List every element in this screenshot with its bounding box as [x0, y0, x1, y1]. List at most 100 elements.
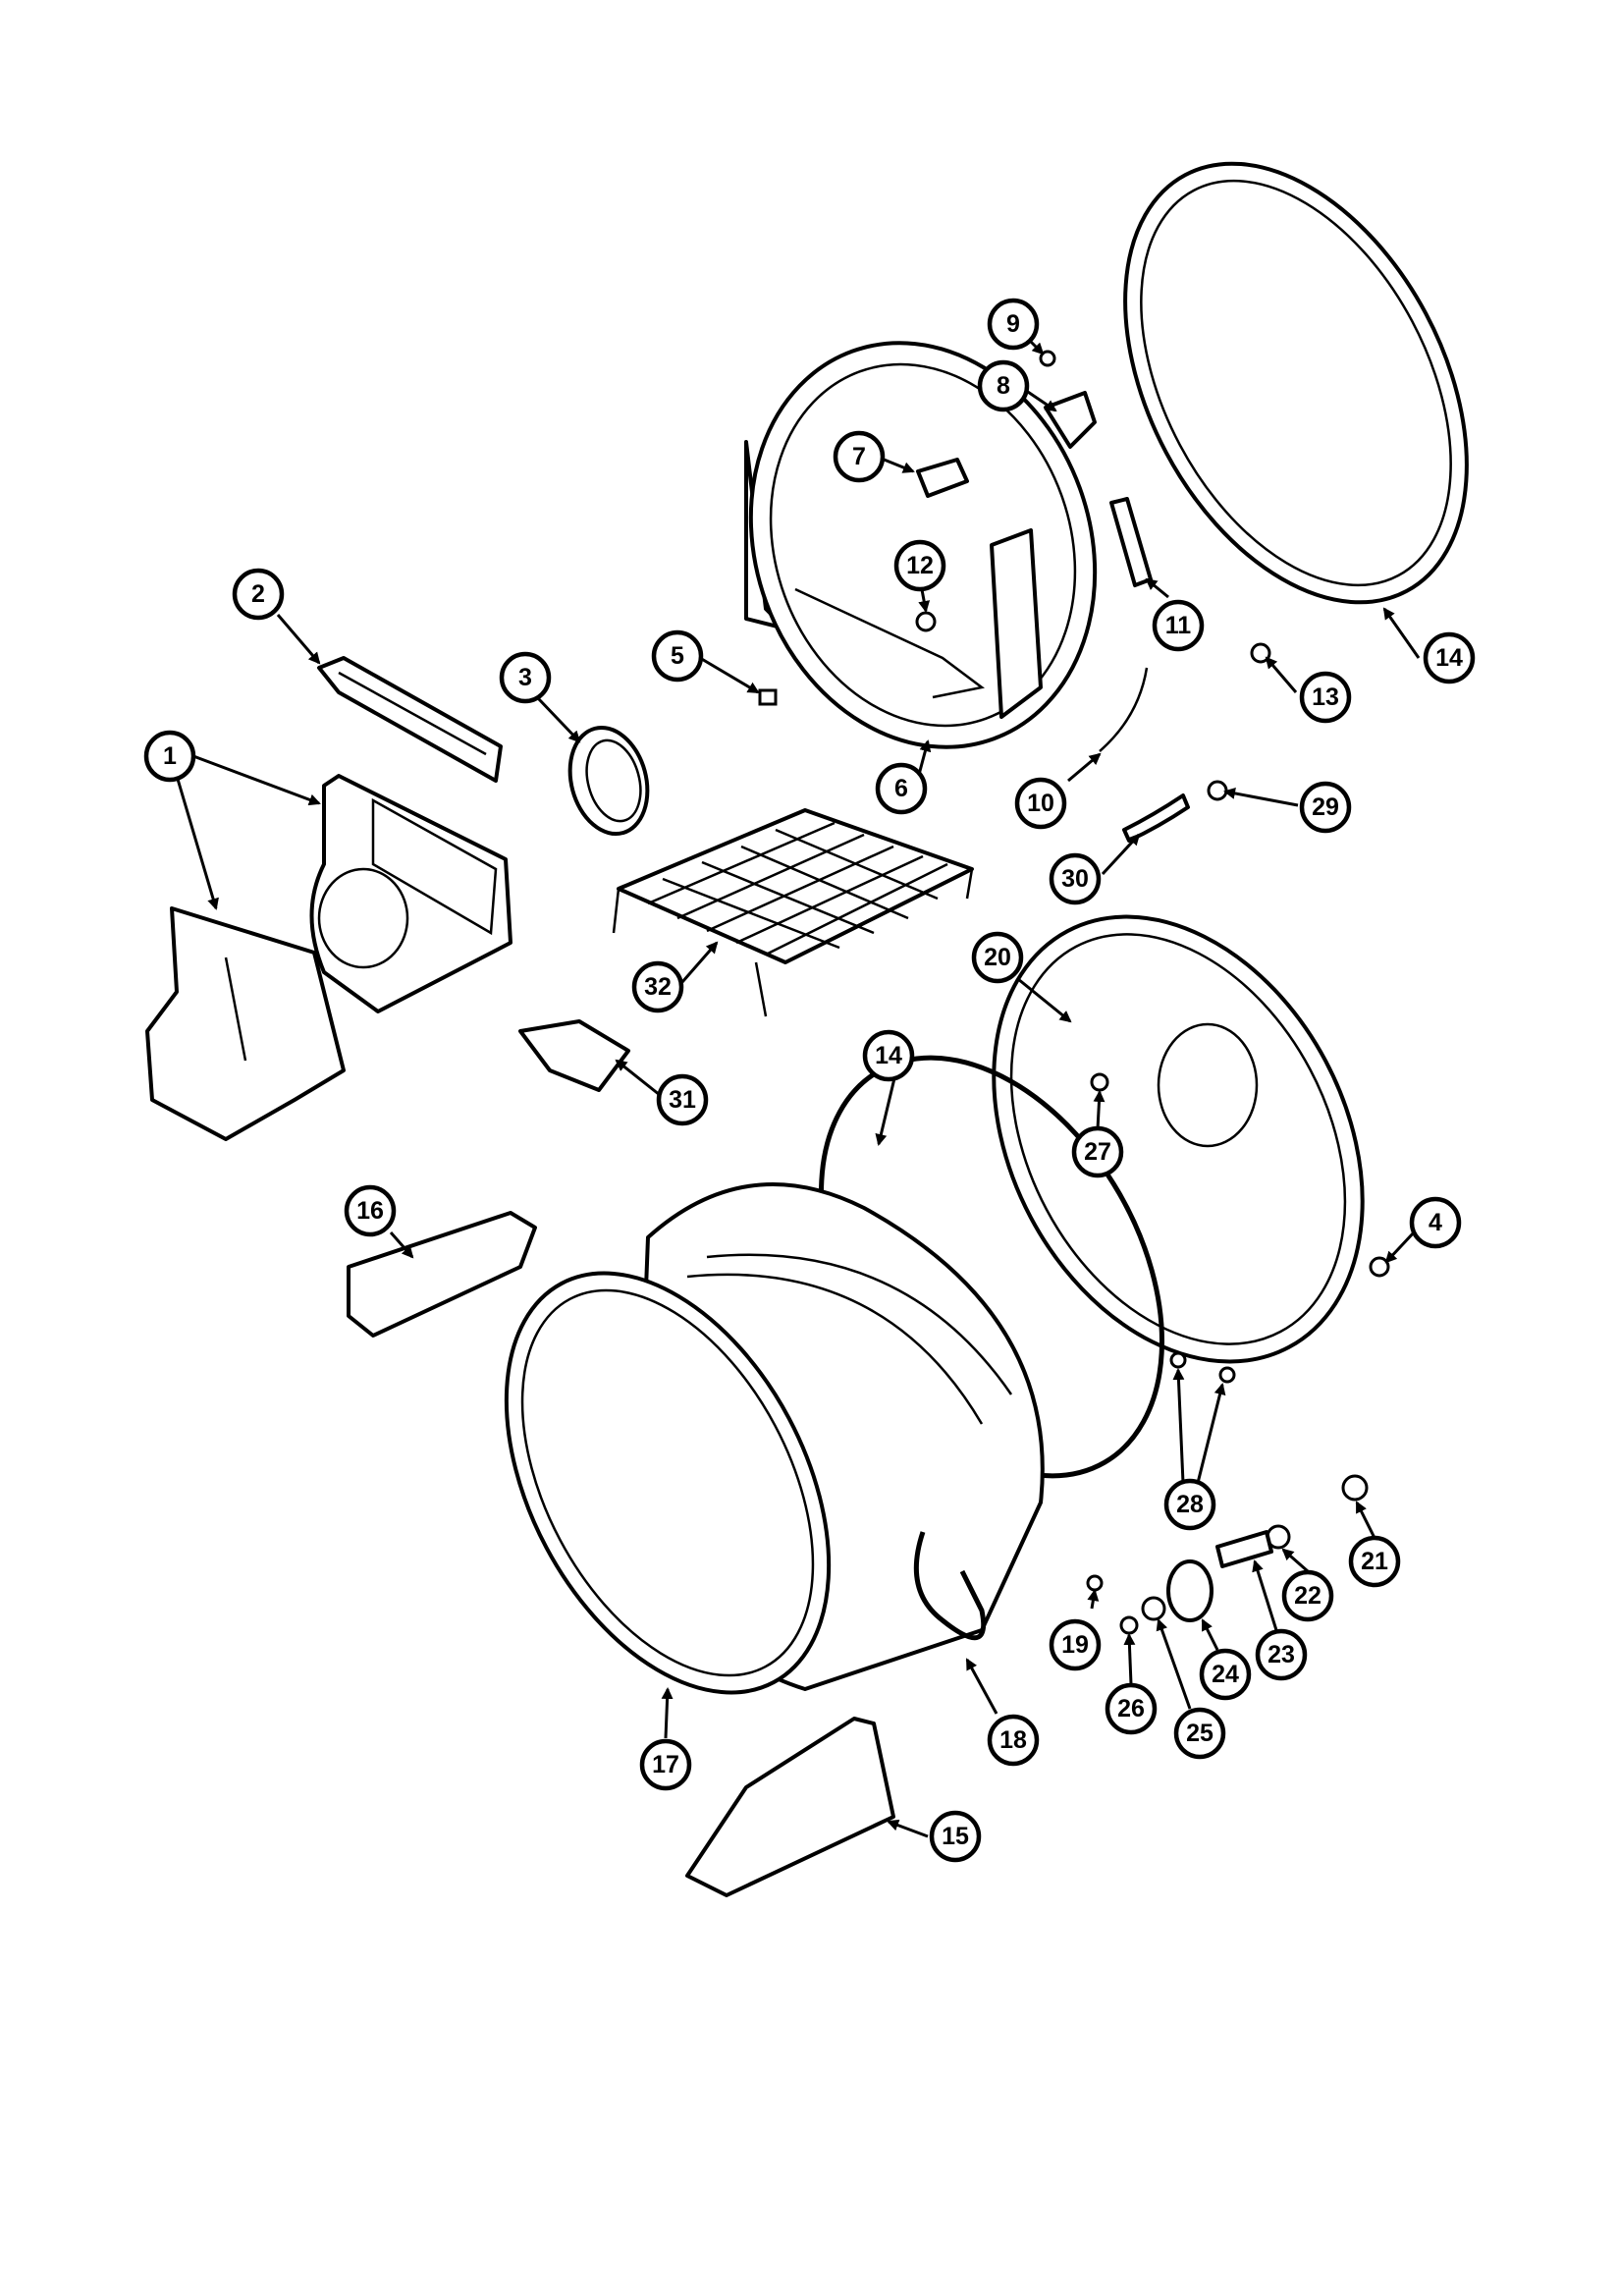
svg-text:3: 3: [518, 664, 532, 691]
svg-text:26: 26: [1117, 1695, 1145, 1722]
callout-11: 11: [1152, 599, 1205, 652]
svg-text:14: 14: [1435, 644, 1463, 672]
callout-20: 20: [971, 931, 1024, 984]
svg-text:6: 6: [894, 775, 908, 802]
callout-bubbles: 9 8 7 12 5 6 11 10 13 14 29 30 2 3 1 32 …: [143, 298, 1476, 1863]
bulkhead-bracket: [916, 458, 969, 498]
svg-text:21: 21: [1361, 1548, 1388, 1575]
screw-29: [1207, 780, 1228, 801]
svg-text:2: 2: [251, 580, 265, 608]
screw-19: [1086, 1574, 1104, 1592]
callout-23: 23: [1255, 1628, 1308, 1681]
svg-text:13: 13: [1312, 683, 1339, 711]
drum-seal-ring-top: [1123, 161, 1469, 605]
svg-text:23: 23: [1267, 1641, 1295, 1668]
callout-21: 21: [1348, 1535, 1401, 1588]
svg-text:19: 19: [1061, 1631, 1089, 1659]
drive-belt: [913, 1531, 987, 1641]
svg-text:18: 18: [999, 1726, 1027, 1754]
svg-text:8: 8: [997, 372, 1010, 400]
callout-16: 16: [344, 1184, 397, 1237]
lint-filter: [317, 656, 503, 783]
callout-32: 32: [631, 960, 684, 1013]
svg-text:1: 1: [163, 742, 177, 770]
filter-housing-upper: [309, 774, 512, 1013]
callout-8: 8: [977, 359, 1030, 412]
screw-4: [1369, 1256, 1390, 1278]
svg-text:15: 15: [942, 1823, 969, 1850]
clip-5: [758, 688, 778, 706]
svg-text:11: 11: [1165, 612, 1192, 639]
leader-lines: [175, 322, 1421, 1838]
front-cover: [685, 1717, 895, 1897]
filter-housing-lower: [145, 906, 346, 1141]
callout-19: 19: [1049, 1618, 1102, 1671]
callout-4: 4: [1409, 1196, 1462, 1249]
drying-rack: [612, 808, 974, 1017]
callout-27: 27: [1071, 1125, 1124, 1178]
felt-seal: [567, 725, 650, 837]
callout-14-lower: 14: [862, 1029, 915, 1082]
svg-text:16: 16: [356, 1197, 384, 1225]
callout-28: 28: [1163, 1478, 1216, 1531]
svg-text:30: 30: [1061, 865, 1089, 893]
callout-2: 2: [232, 568, 285, 621]
washer-25: [1141, 1596, 1166, 1621]
svg-text:31: 31: [669, 1086, 696, 1114]
svg-text:32: 32: [644, 973, 672, 1001]
svg-text:27: 27: [1084, 1138, 1111, 1166]
svg-text:14: 14: [875, 1042, 902, 1069]
callout-3: 3: [499, 651, 552, 704]
svg-text:29: 29: [1312, 793, 1339, 821]
callout-5: 5: [651, 629, 704, 683]
svg-text:5: 5: [671, 642, 684, 670]
wire-harness: [1099, 667, 1149, 752]
svg-text:24: 24: [1212, 1661, 1239, 1688]
callout-31: 31: [656, 1073, 709, 1126]
callout-18: 18: [987, 1714, 1040, 1767]
svg-text:20: 20: [984, 944, 1011, 971]
svg-text:4: 4: [1429, 1209, 1442, 1236]
drum-roller-24: [1166, 1559, 1214, 1622]
thermistor-bracket: [1044, 391, 1097, 449]
callout-13: 13: [1299, 671, 1352, 724]
callout-14-top: 14: [1423, 631, 1476, 684]
screw-12: [915, 611, 937, 632]
callout-12: 12: [893, 539, 946, 592]
callout-24: 24: [1199, 1648, 1252, 1701]
svg-text:22: 22: [1294, 1582, 1321, 1610]
svg-text:28: 28: [1176, 1491, 1204, 1518]
callout-10: 10: [1014, 777, 1067, 830]
callout-25: 25: [1173, 1707, 1226, 1760]
callout-29: 29: [1299, 781, 1352, 834]
screw-9: [1039, 350, 1056, 367]
screw-27: [1090, 1072, 1109, 1092]
callout-15: 15: [929, 1810, 982, 1863]
callout-7: 7: [833, 430, 886, 483]
callout-1: 1: [143, 730, 196, 783]
drum: [504, 1182, 1045, 1695]
support-pad: [347, 1211, 537, 1338]
svg-text:25: 25: [1186, 1720, 1214, 1747]
front-bulkhead: [992, 914, 1365, 1364]
callout-22: 22: [1281, 1569, 1334, 1622]
svg-text:7: 7: [852, 443, 866, 470]
callout-9: 9: [987, 298, 1040, 351]
heater-bracket: [518, 1019, 630, 1092]
roller-shaft-23: [1215, 1530, 1273, 1568]
callout-26: 26: [1105, 1682, 1158, 1735]
callout-30: 30: [1049, 852, 1102, 905]
callout-17: 17: [639, 1738, 692, 1791]
screw-28a: [1169, 1351, 1187, 1369]
clip-26: [1119, 1615, 1139, 1635]
drum-roller: [1109, 497, 1153, 587]
svg-text:9: 9: [1006, 310, 1020, 338]
svg-text:17: 17: [652, 1751, 679, 1778]
svg-text:12: 12: [906, 552, 934, 579]
ground-strap: [1122, 793, 1190, 843]
callout-6: 6: [875, 762, 928, 815]
screw-28b: [1218, 1366, 1236, 1384]
svg-text:10: 10: [1027, 790, 1054, 817]
nut-21: [1341, 1474, 1369, 1502]
